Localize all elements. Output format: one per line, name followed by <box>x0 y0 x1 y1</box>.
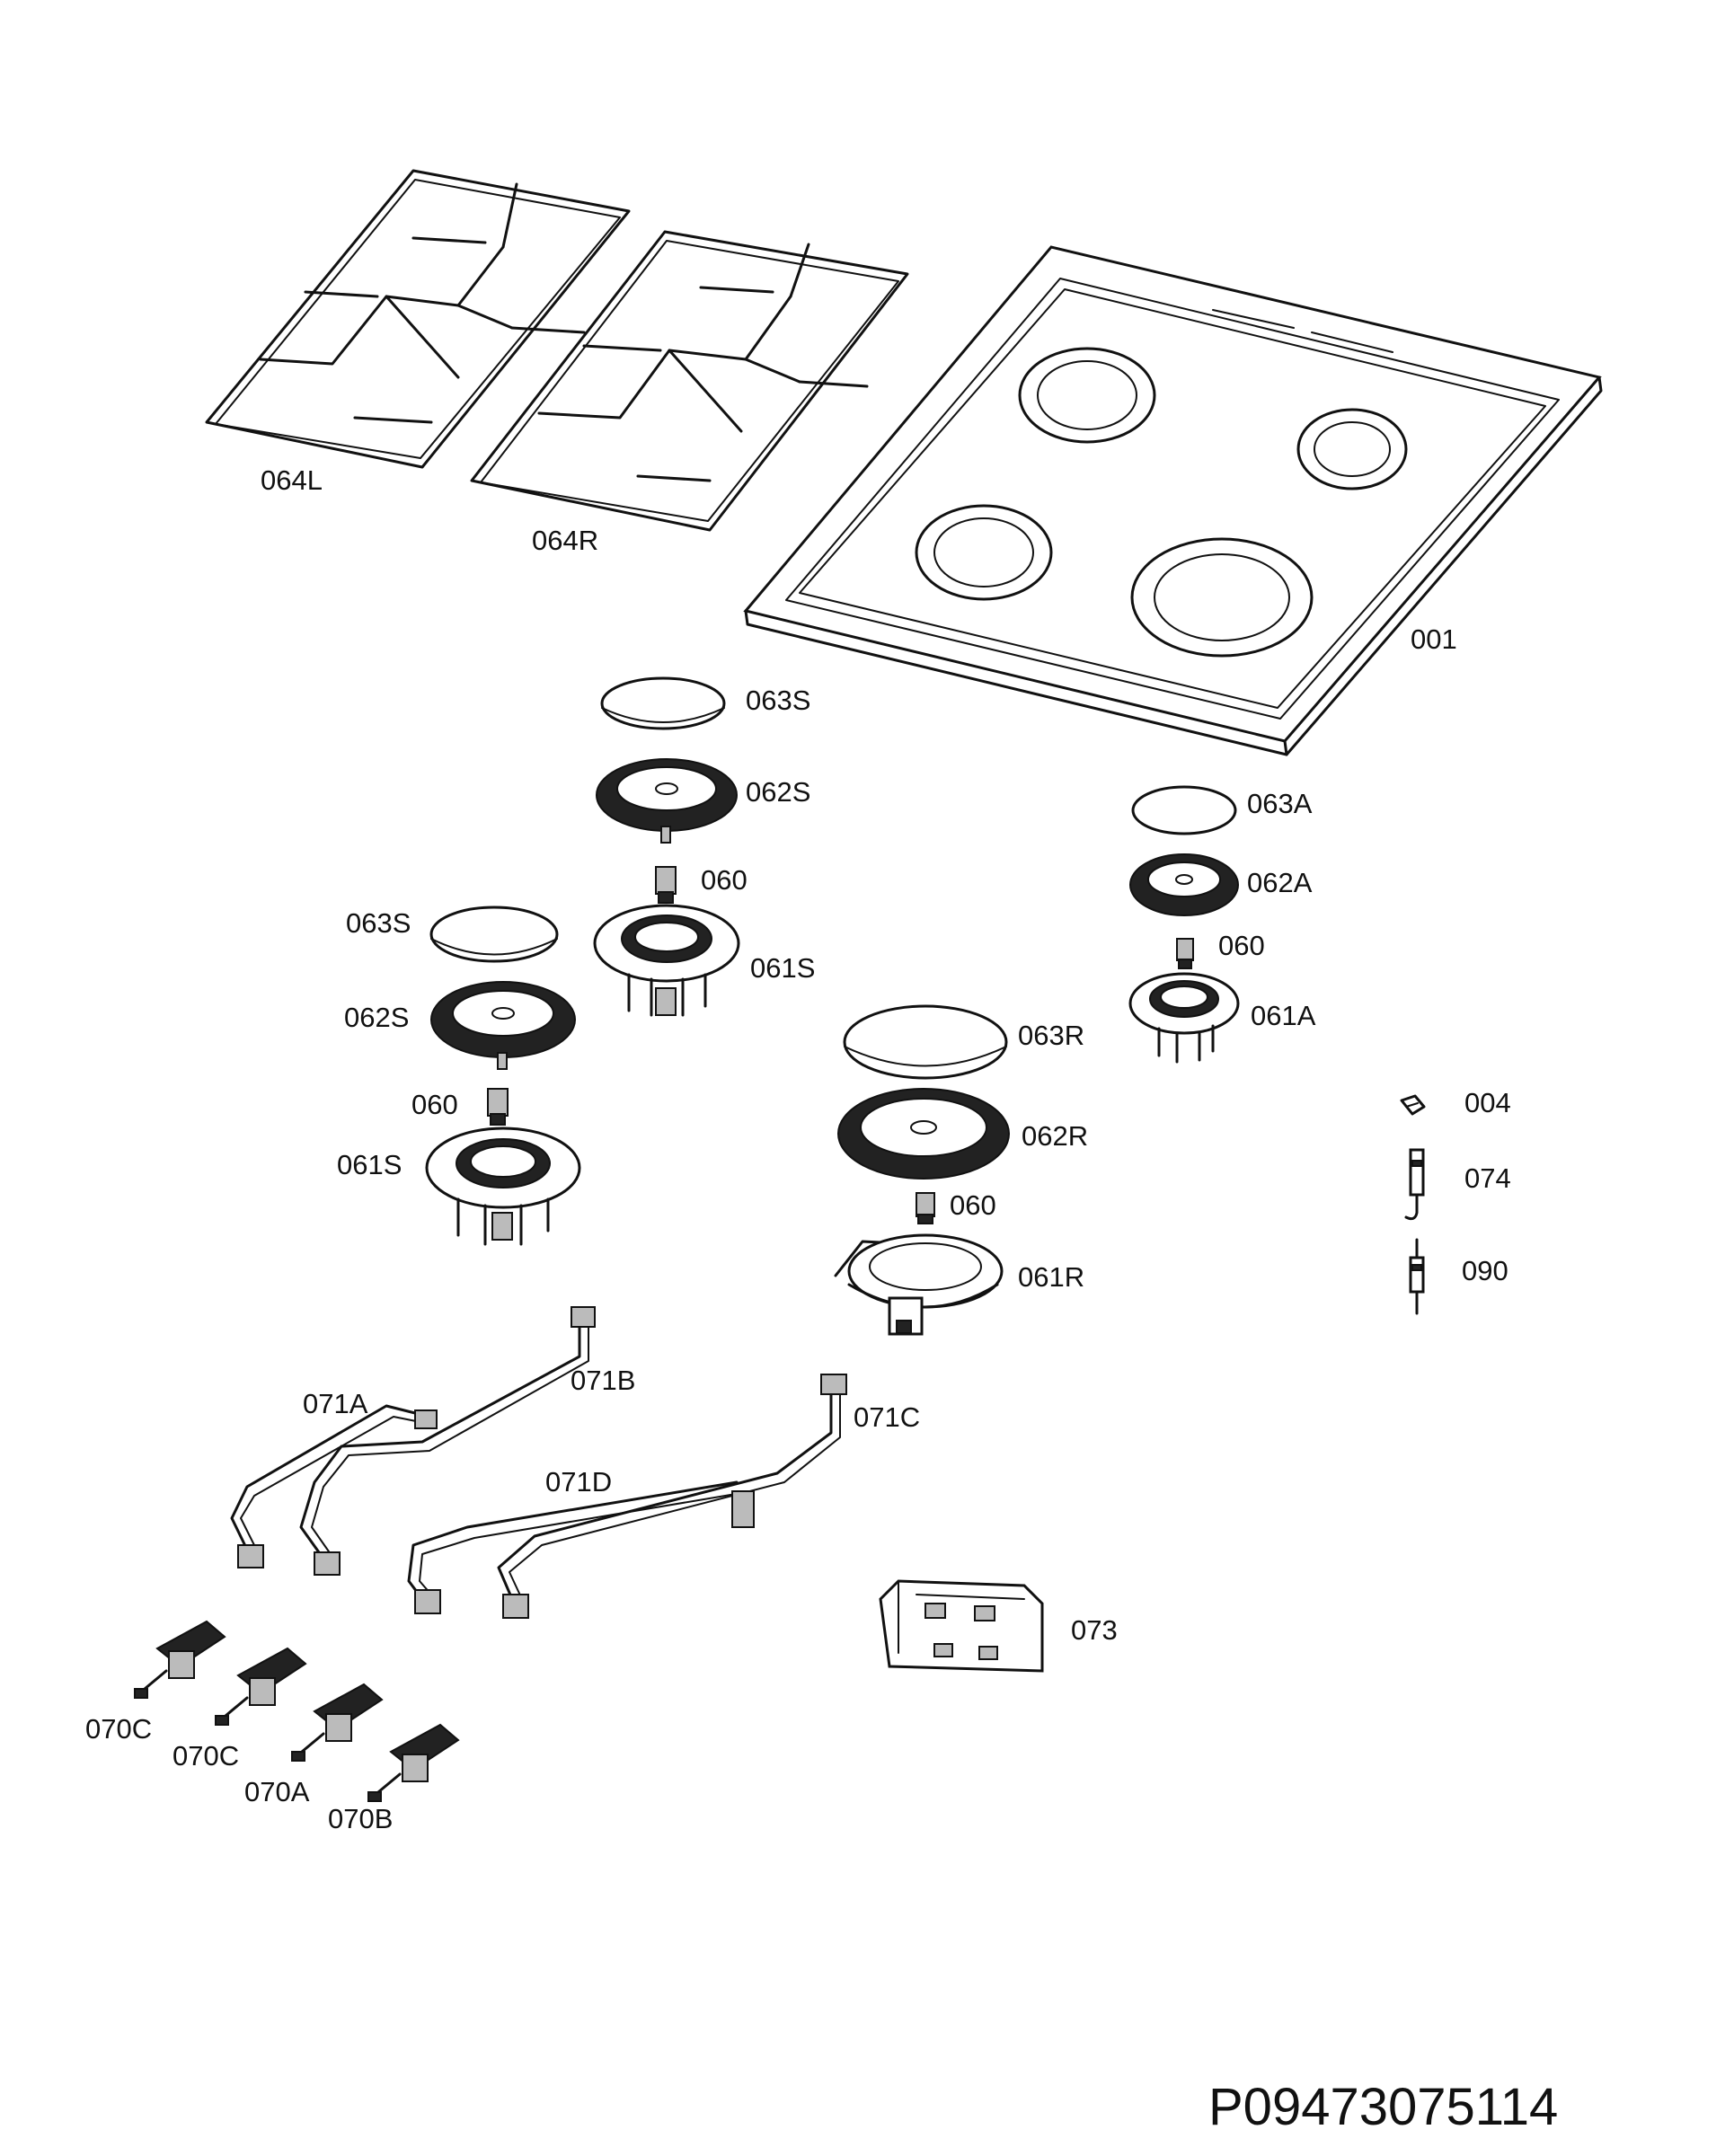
gas-pipe-071D <box>407 1480 755 1614</box>
label-062S-top: 062S <box>746 776 810 808</box>
label-070A: 070A <box>244 1776 310 1807</box>
burner-cup-061R <box>834 1233 1004 1336</box>
label-090: 090 <box>1462 1255 1508 1286</box>
burner-crown-062S-top <box>596 758 738 844</box>
label-064R: 064R <box>532 525 598 556</box>
gas-pipe-071A <box>230 1404 438 1568</box>
label-061S-left: 061S <box>337 1149 402 1180</box>
injector-060-a <box>655 866 677 904</box>
burner-cup-061S-left <box>425 1127 581 1246</box>
label-064L: 064L <box>261 464 323 496</box>
label-061R: 061R <box>1018 1261 1084 1293</box>
clip-004 <box>1400 1094 1426 1116</box>
label-004: 004 <box>1464 1087 1511 1118</box>
gas-pipe-071C <box>497 1374 847 1619</box>
label-070C-first: 070C <box>85 1713 152 1745</box>
burner-cap-063A <box>1131 785 1237 835</box>
hob-top-001 <box>743 245 1603 756</box>
gas-tap-070C-first <box>134 1620 226 1699</box>
label-062A: 062A <box>1247 867 1313 898</box>
label-070B: 070B <box>328 1803 393 1834</box>
pan-support-064L <box>205 169 631 469</box>
gas-tap-070A <box>291 1683 384 1762</box>
label-071C: 071C <box>854 1401 920 1433</box>
injector-060-c <box>1176 938 1194 969</box>
burner-cup-061A <box>1128 972 1240 1064</box>
gas-tap-070B <box>367 1723 460 1802</box>
ignition-plug-074 <box>1404 1148 1425 1221</box>
burner-crown-062R <box>837 1088 1010 1180</box>
label-060-a: 060 <box>701 864 748 896</box>
label-001: 001 <box>1411 623 1457 655</box>
label-071B: 071B <box>571 1365 635 1396</box>
bracket-073 <box>879 1579 1044 1673</box>
document-code: P09473075114 <box>1208 2078 1558 2136</box>
label-071A: 071A <box>303 1388 368 1419</box>
gas-tap-070C-second <box>215 1647 307 1726</box>
label-063S-top: 063S <box>746 685 810 716</box>
label-074: 074 <box>1464 1162 1511 1194</box>
label-062S-left: 062S <box>344 1002 409 1033</box>
label-063A: 063A <box>1247 788 1313 819</box>
burner-crown-062S-left <box>430 981 576 1070</box>
label-071D: 071D <box>545 1466 612 1498</box>
label-061S-top: 061S <box>750 952 815 984</box>
label-062R: 062R <box>1022 1120 1088 1152</box>
injector-060-b <box>487 1088 509 1126</box>
thermocouple-090 <box>1409 1238 1425 1315</box>
burner-cap-063S-left <box>429 906 559 963</box>
injector-060-d <box>916 1192 935 1224</box>
burner-cap-063R <box>843 1004 1008 1080</box>
pan-support-064R <box>470 230 909 532</box>
label-063R: 063R <box>1018 1020 1084 1051</box>
label-061A: 061A <box>1251 1000 1316 1031</box>
label-060-c: 060 <box>1218 930 1265 961</box>
burner-cup-061S-top <box>593 904 740 1017</box>
burner-crown-062A <box>1129 853 1239 916</box>
label-070C-second: 070C <box>173 1740 239 1772</box>
burner-cap-063S-top <box>600 676 726 730</box>
label-060-b: 060 <box>411 1089 458 1120</box>
label-063S-left: 063S <box>346 907 411 939</box>
label-060-d: 060 <box>950 1189 996 1221</box>
label-073: 073 <box>1071 1614 1118 1646</box>
